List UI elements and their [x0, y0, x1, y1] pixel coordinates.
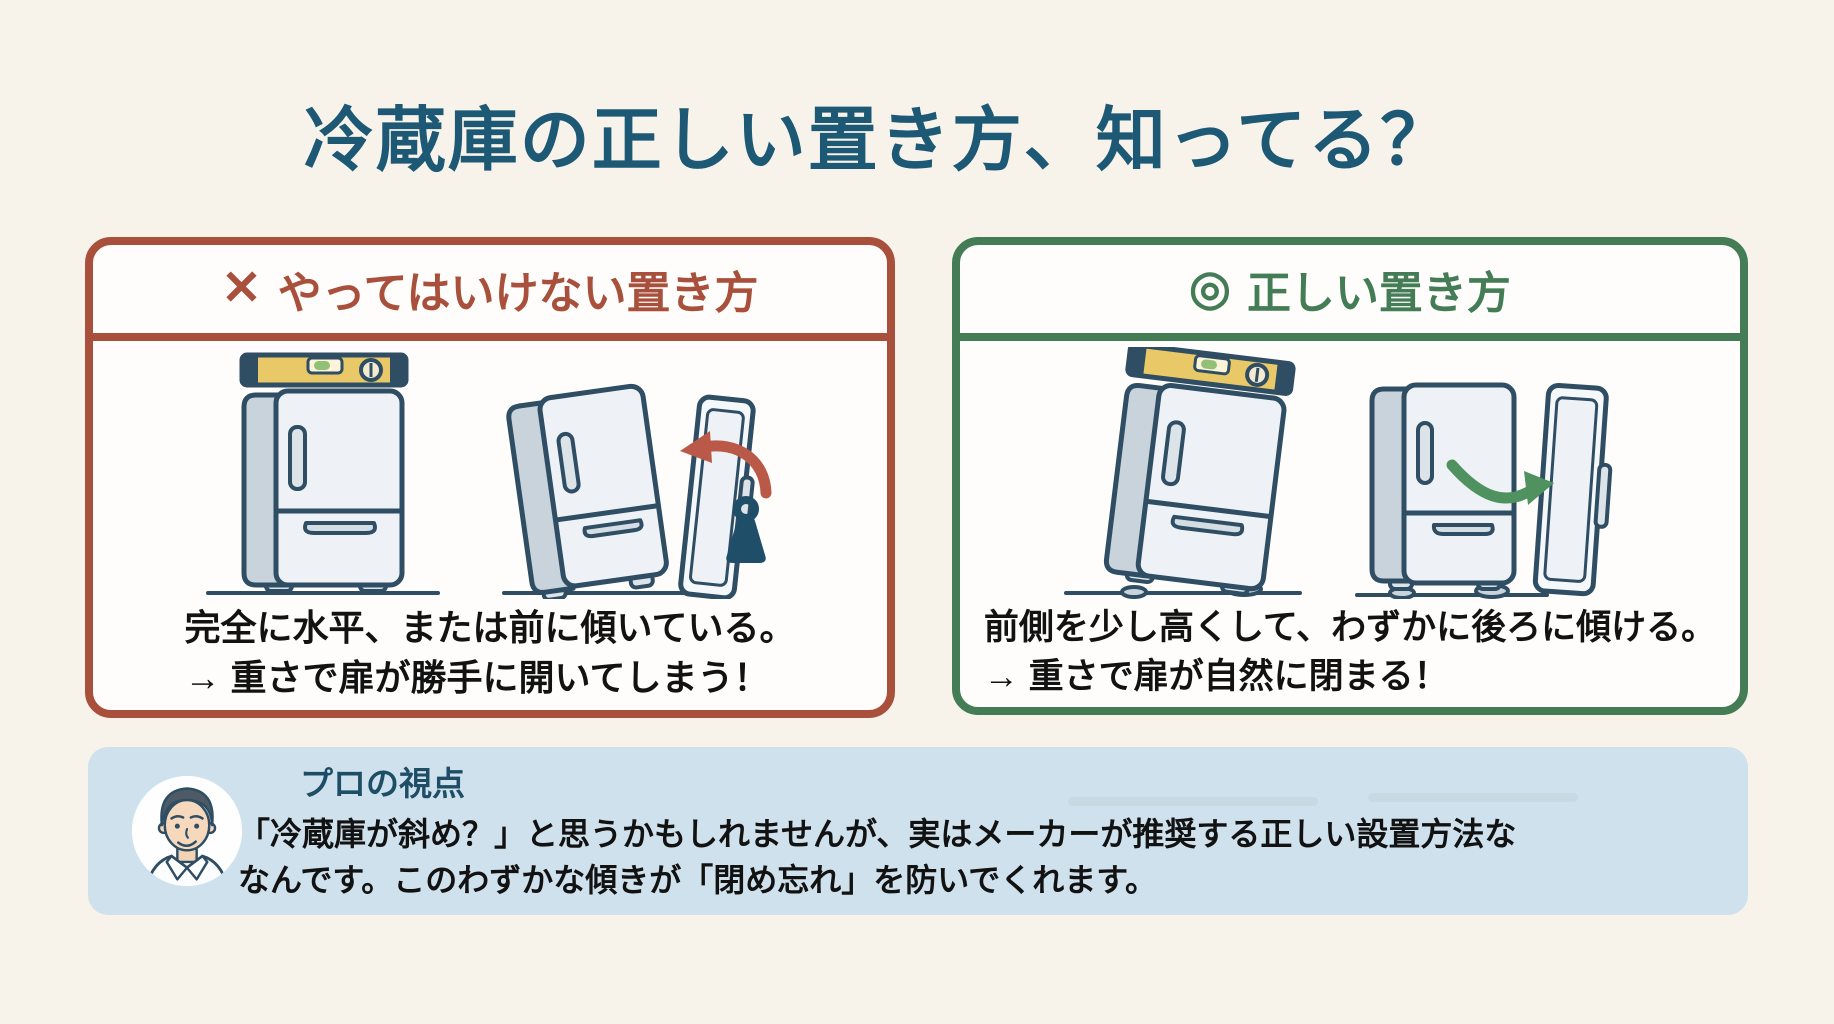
- fridge-body-tilted-back: [1103, 347, 1296, 596]
- open-door: [1532, 382, 1613, 597]
- caption-line: → 重さで扉が勝手に開いてしまう！: [184, 657, 770, 699]
- green-arrow-icon: [1446, 459, 1554, 505]
- pro-tip-content: プロの視点 「冷蔵庫が斜め？」と思うかもしれませんが、実はメーカーが推奨する正し…: [238, 757, 1728, 903]
- fridge-tilted-forward-door-opening-illustration: [502, 383, 772, 599]
- weight-icon: [726, 496, 766, 563]
- back-tilted-fridge-with-spirit-level-illustration: [1064, 347, 1302, 599]
- pro-tip-body-line: 「冷蔵庫が斜め？」と思うかもしれませんが、実はメーカーが推奨する正しい設置方法な: [238, 816, 1517, 852]
- good-placement-panel: ◎ 正しい置き方: [952, 237, 1748, 715]
- double-circle-mark-icon: ◎: [1189, 262, 1231, 315]
- upright-fridge-with-spirit-level-illustration: [206, 352, 440, 595]
- good-panel-heading: 正しい置き方: [1246, 269, 1511, 318]
- bad-panel-caption: 完全に水平、または前に傾いている。 → 重さで扉が勝手に開いてしまう！: [185, 603, 796, 704]
- bad-placement-panel: ✕ やってはいけない置き方: [85, 237, 895, 718]
- fridge-body-tilted-forward: [506, 383, 669, 599]
- fridge-body: [1369, 382, 1517, 591]
- caption-line: 完全に水平、または前に傾いている。: [184, 607, 796, 648]
- image-artifact-smudge: [1368, 793, 1578, 802]
- good-panel-header: ◎ 正しい置き方: [960, 245, 1740, 341]
- good-panel-illustrations: [960, 343, 1740, 599]
- pro-tip-body-line: なんです。このわずかな傾きが「閉め忘れ」を防いでくれます。: [238, 862, 1158, 898]
- good-panel-caption: 前側を少し高くして、わずかに後ろに傾ける。 → 重さで扉が自然に閉まる！: [984, 603, 1716, 701]
- image-artifact-smudge: [1068, 797, 1318, 806]
- spirit-level-icon: [1125, 347, 1296, 396]
- bad-panel-header: ✕ やってはいけない置き方: [93, 245, 887, 341]
- pro-tip-heading: プロの視点: [300, 765, 465, 802]
- rear-foot: [1120, 585, 1148, 599]
- spirit-level-icon: [239, 352, 409, 388]
- bad-panel-illustrations: [93, 343, 887, 599]
- fridge-door-closing-illustration: [1355, 382, 1613, 599]
- pro-tip-box: プロの視点 「冷蔵庫が斜め？」と思うかもしれませんが、実はメーカーが推奨する正し…: [88, 747, 1748, 915]
- cross-mark-icon: ✕: [221, 262, 262, 315]
- red-arrow-icon: [680, 431, 772, 499]
- fridge-body: [241, 388, 405, 593]
- caption-line: 前側を少し高くして、わずかに後ろに傾ける。: [983, 608, 1717, 647]
- expert-avatar: [131, 775, 243, 887]
- bad-panel-heading: やってはいけない置き方: [277, 269, 759, 318]
- caption-line: → 重さで扉が自然に閉まる！: [983, 657, 1449, 696]
- page-title: 冷蔵庫の正しい置き方、知ってる？: [303, 101, 1453, 179]
